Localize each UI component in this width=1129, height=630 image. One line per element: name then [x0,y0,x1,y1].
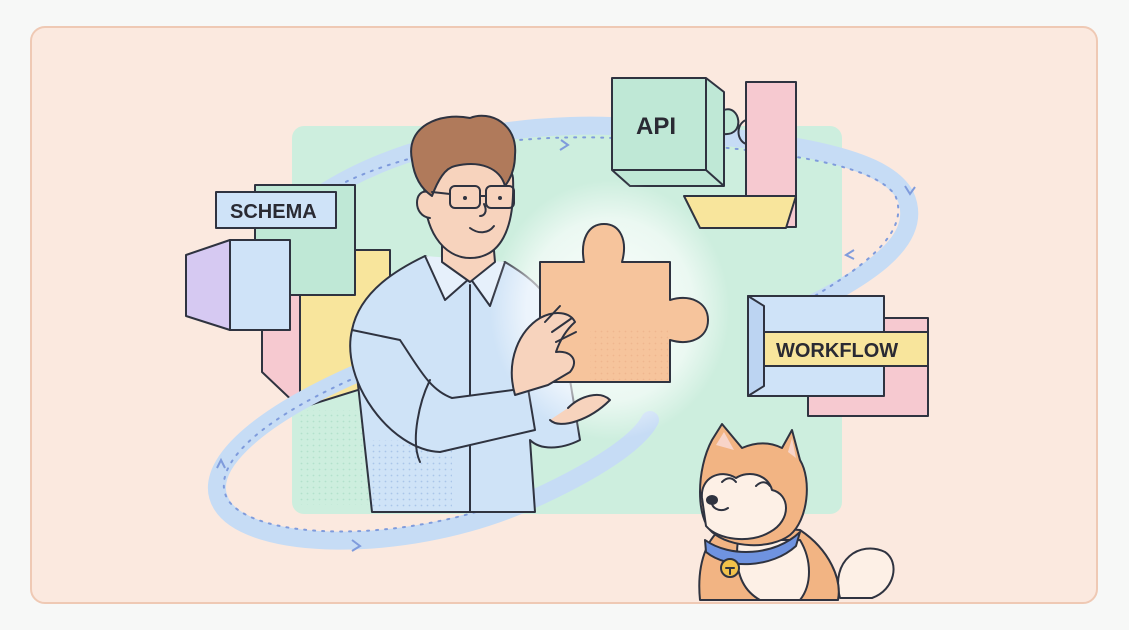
puzzle-piece-icon [539,223,709,383]
orbit-front [208,363,659,550]
workflow-label: WORKFLOW [776,340,898,362]
api-block-stack [611,77,797,229]
person-hand [510,305,611,425]
api-label: API [636,113,676,140]
schema-label: SCHEMA [230,201,317,223]
dog-icon [698,423,895,601]
workflow-block-stack [747,295,929,417]
